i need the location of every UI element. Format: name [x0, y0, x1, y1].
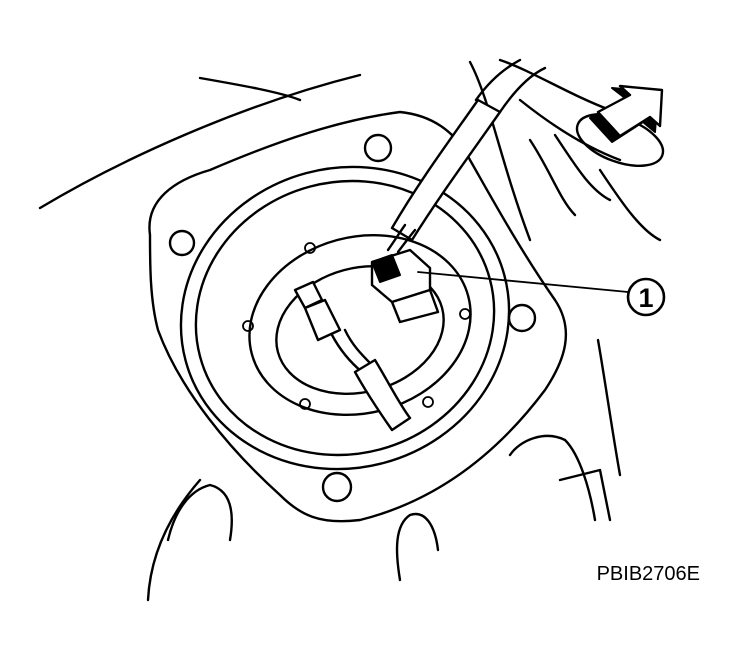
flange-hole [321, 471, 353, 503]
flange-hole [168, 229, 196, 257]
flange-hole [507, 303, 537, 333]
pump-cap [242, 233, 472, 417]
callout-number: 1 [638, 283, 653, 313]
tank-body-outline [38, 60, 532, 602]
flange-plate [148, 110, 568, 523]
block-arrow-icon [589, 84, 664, 143]
harness-connector [370, 248, 440, 324]
figure-code: PBIB2706E [597, 563, 700, 585]
fuel-hose [293, 280, 412, 432]
callout-circle [626, 277, 666, 317]
harness-cable [386, 58, 547, 254]
callout-leader-line [417, 271, 629, 293]
callout-1: 1 [626, 277, 666, 317]
flange-hole [363, 133, 393, 163]
filler-neck [498, 58, 665, 242]
lower-body-detail [166, 338, 622, 582]
gasket-ring [179, 165, 511, 471]
